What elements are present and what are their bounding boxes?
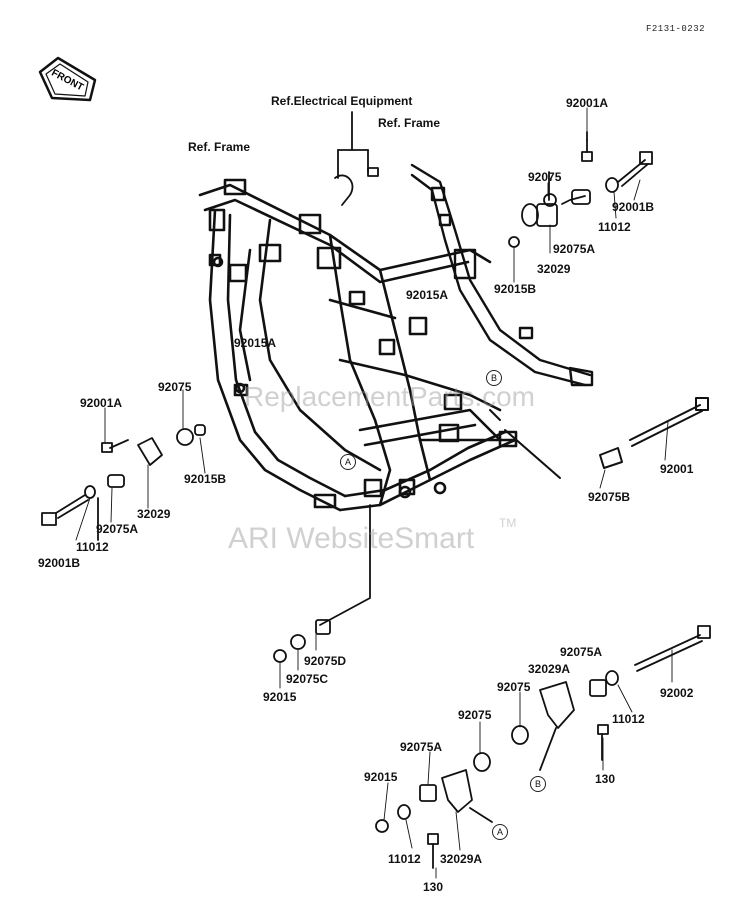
part-label: 11012 xyxy=(388,852,421,866)
lower-left-mount xyxy=(375,752,493,869)
part-label: 92075 xyxy=(528,170,562,184)
part-label: 92001B xyxy=(38,556,81,570)
part-label: 92015B xyxy=(184,472,227,486)
part-label: 92001A xyxy=(80,396,123,410)
callout-b-lower: B xyxy=(530,776,546,792)
watermark-ari: ARI WebsiteSmart xyxy=(228,522,475,555)
part-label: 32029 xyxy=(137,507,171,521)
part-label: 92075 xyxy=(158,380,192,394)
part-label: 92075C xyxy=(286,672,329,686)
part-label: 32029 xyxy=(537,262,571,276)
ref-electrical-equipment: Ref.Electrical Equipment xyxy=(271,94,413,108)
left-mount xyxy=(41,424,206,541)
part-label: 92075A xyxy=(560,645,603,659)
main-frame-body xyxy=(198,178,518,512)
part-label: 92015 xyxy=(263,690,297,704)
front-arrow-icon xyxy=(38,56,97,102)
part-label: 92015A xyxy=(234,336,277,350)
callout-b-frame: B xyxy=(486,370,502,386)
part-label: 92075B xyxy=(588,490,631,504)
upper-right-mount xyxy=(508,131,653,248)
part-label: 92075A xyxy=(96,522,139,536)
part-label: 92015B xyxy=(494,282,537,296)
part-label: 92002 xyxy=(660,686,694,700)
callout-a-frame: A xyxy=(340,454,356,470)
part-label: 92001 xyxy=(660,462,694,476)
electrical-bracket xyxy=(334,111,379,206)
part-label: 92075D xyxy=(304,654,347,668)
rear-frame-rail xyxy=(410,163,594,387)
leader-lines xyxy=(75,107,673,879)
part-label: 11012 xyxy=(598,220,631,234)
part-label: 92015A xyxy=(406,288,449,302)
document-code: F2131-0232 xyxy=(646,24,706,34)
lower-mount-center xyxy=(273,504,371,663)
part-label: 130 xyxy=(595,772,616,786)
part-label: 92075A xyxy=(553,242,596,256)
part-label: 130 xyxy=(423,880,444,894)
part-label: 92001B xyxy=(612,200,655,214)
part-label: 32029A xyxy=(528,662,571,676)
ref-frame-right: Ref. Frame xyxy=(378,116,441,130)
callout-a-lower: A xyxy=(492,824,508,840)
part-label: 92075 xyxy=(458,708,492,722)
right-long-bolt-92001 xyxy=(489,397,709,479)
watermark-tm: TM xyxy=(499,516,517,530)
part-label: 92001A xyxy=(566,96,609,110)
lower-right-mount xyxy=(511,625,711,771)
part-label: 32029A xyxy=(440,852,483,866)
part-label: 92075A xyxy=(400,740,443,754)
watermark-replacementparts: ReplacementParts.com xyxy=(244,381,536,412)
part-label: 11012 xyxy=(612,712,645,726)
part-label: 11012 xyxy=(76,540,109,554)
part-label: 92015 xyxy=(364,770,398,784)
ref-frame-left: Ref. Frame xyxy=(188,140,251,154)
part-label: 92075 xyxy=(497,680,531,694)
